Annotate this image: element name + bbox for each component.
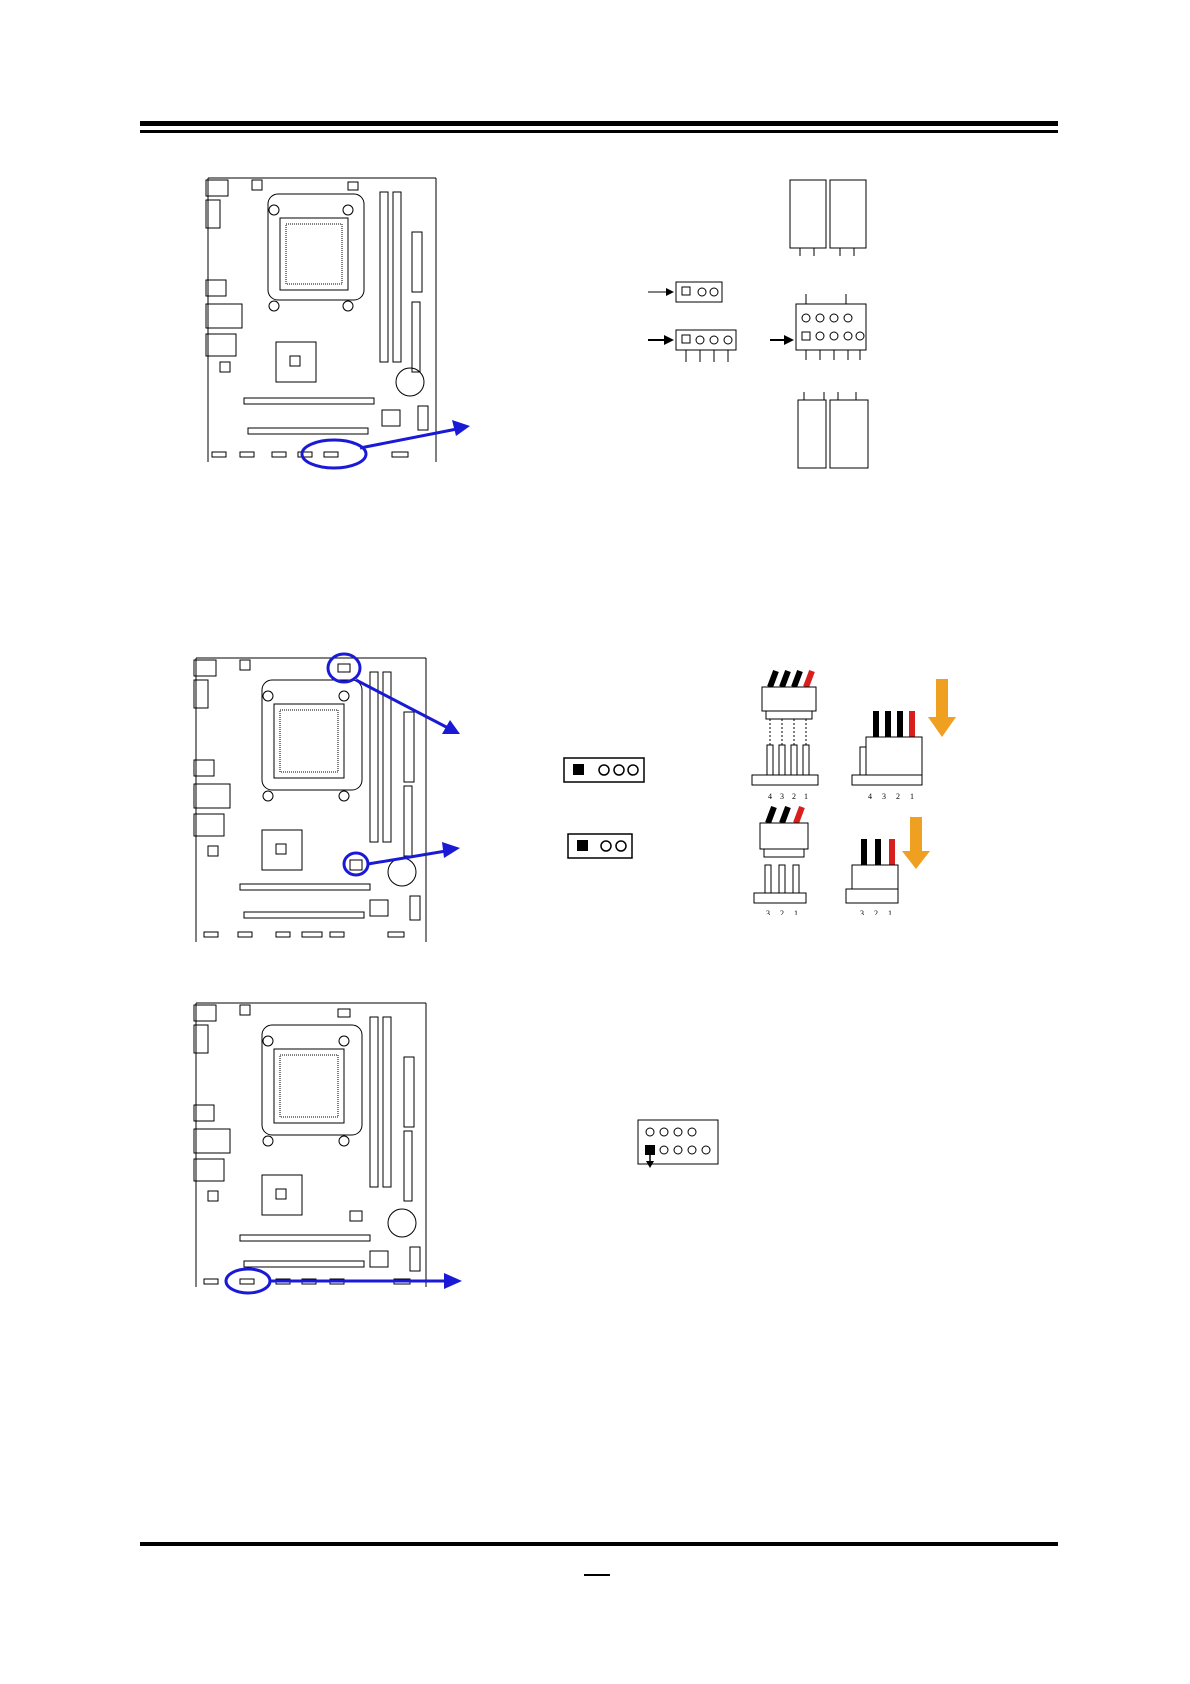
svg-text:2: 2 — [874, 909, 878, 915]
svg-text:4: 4 — [768, 792, 772, 801]
svg-text:1: 1 — [910, 792, 914, 801]
svg-text:2: 2 — [780, 909, 784, 915]
svg-text:3: 3 — [860, 909, 864, 915]
svg-text:1: 1 — [888, 909, 892, 915]
svg-text:1: 1 — [804, 792, 808, 801]
motherboard-layout-icon — [200, 170, 490, 470]
svg-text:2: 2 — [792, 792, 796, 801]
fan-connector-illustration: 4 3 2 1 4 3 2 1 3 2 1 3 — [740, 665, 980, 915]
motherboard-layout-icon — [190, 995, 490, 1295]
svg-text:3: 3 — [780, 792, 784, 801]
usb-pinout-diagram — [640, 170, 900, 470]
svg-text:3: 3 — [766, 909, 770, 915]
motherboard-layout-icon — [190, 650, 490, 950]
svg-text:1: 1 — [794, 909, 798, 915]
fan-header-pinouts — [560, 750, 660, 870]
page-number-underline — [584, 1574, 610, 1576]
header-rule-thin — [140, 130, 1058, 133]
svg-text:4: 4 — [868, 792, 872, 801]
svg-text:3: 3 — [882, 792, 886, 801]
svg-text:2: 2 — [896, 792, 900, 801]
footer-rule — [140, 1542, 1058, 1546]
header-rule-thick — [140, 121, 1058, 126]
front-panel-header-pinout — [636, 1118, 726, 1178]
